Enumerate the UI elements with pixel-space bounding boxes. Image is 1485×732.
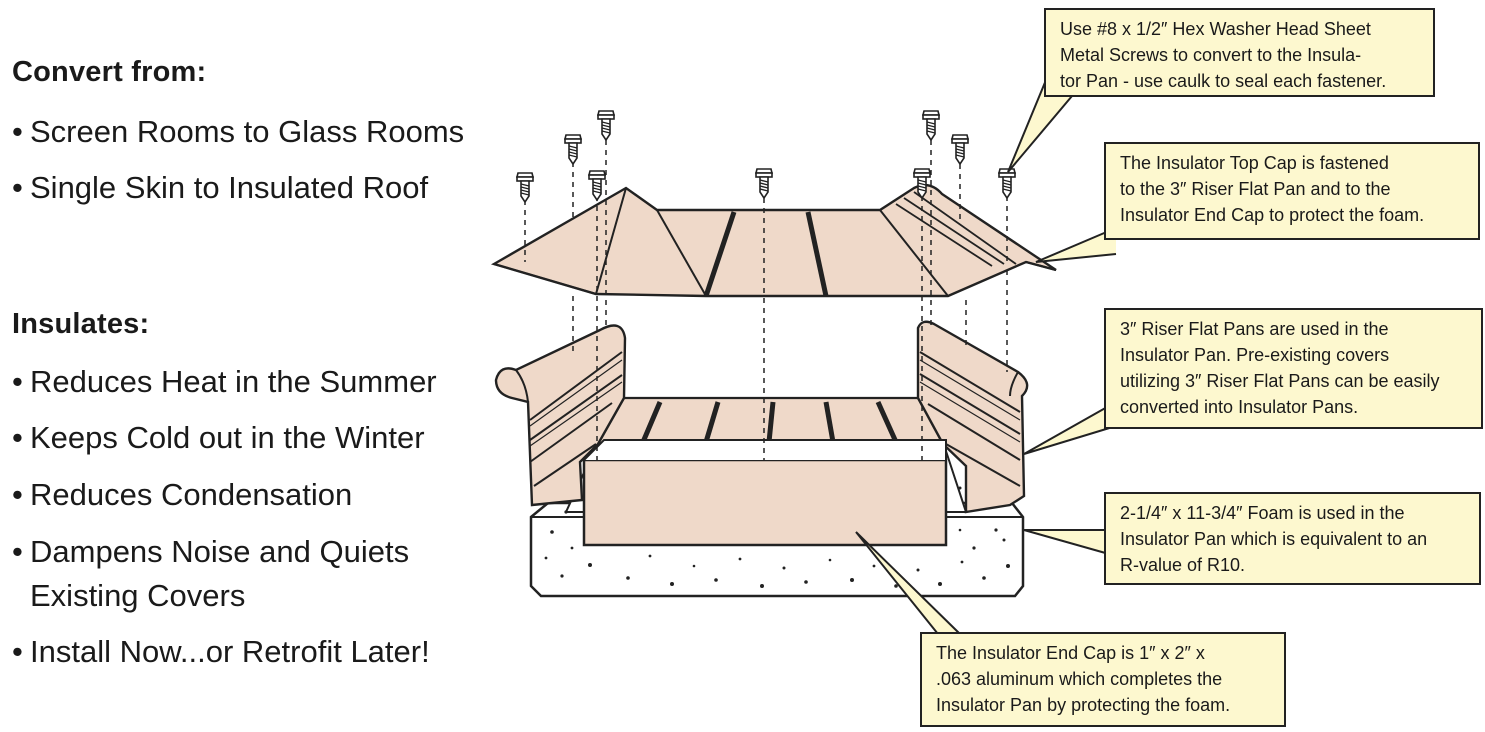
screw-icon	[755, 168, 773, 199]
insulates-item: •Reduces Heat in the Summer	[12, 364, 437, 399]
screw-icon	[564, 134, 582, 165]
convert-item: •Single Skin to Insulated Roof	[12, 170, 429, 205]
callout-screws: Use #8 x 1/2″ Hex Washer Head Sheet Meta…	[1044, 8, 1435, 97]
callout-riser-pan: 3″ Riser Flat Pans are used in the Insul…	[1104, 308, 1483, 429]
screw-icon	[597, 110, 615, 141]
insulator-top-cap	[490, 183, 1057, 298]
hex-washer-screws	[516, 110, 1016, 203]
screw-icon	[588, 170, 606, 201]
screw-guide-lines	[524, 140, 1008, 460]
riser-flat-pan	[494, 320, 1029, 514]
screw-icon	[951, 134, 969, 165]
convert-heading: Convert from:	[12, 56, 207, 88]
convert-item: •Screen Rooms to Glass Rooms	[12, 114, 465, 149]
foam-texture	[544, 468, 1010, 588]
callout-end-cap: The Insulator End Cap is 1″ x 2″ x .063 …	[920, 632, 1286, 727]
screw-icon	[998, 168, 1016, 199]
screw-icon	[922, 110, 940, 141]
insulates-item: •Reduces Condensation	[12, 477, 353, 512]
screw-icon	[516, 172, 534, 203]
callout-pointers	[855, 79, 1117, 635]
insulates-heading: Insulates:	[12, 308, 150, 340]
insulates-item: •Keeps Cold out in the Winter	[12, 420, 425, 455]
callout-foam: 2-1/4″ x 11-3/4″ Foam is used in the Ins…	[1104, 492, 1481, 585]
callout-top-cap: The Insulator Top Cap is fastened to the…	[1104, 142, 1480, 240]
insulates-item: •Install Now...or Retrofit Later!	[12, 634, 430, 669]
insulator-end-cap	[582, 439, 948, 547]
